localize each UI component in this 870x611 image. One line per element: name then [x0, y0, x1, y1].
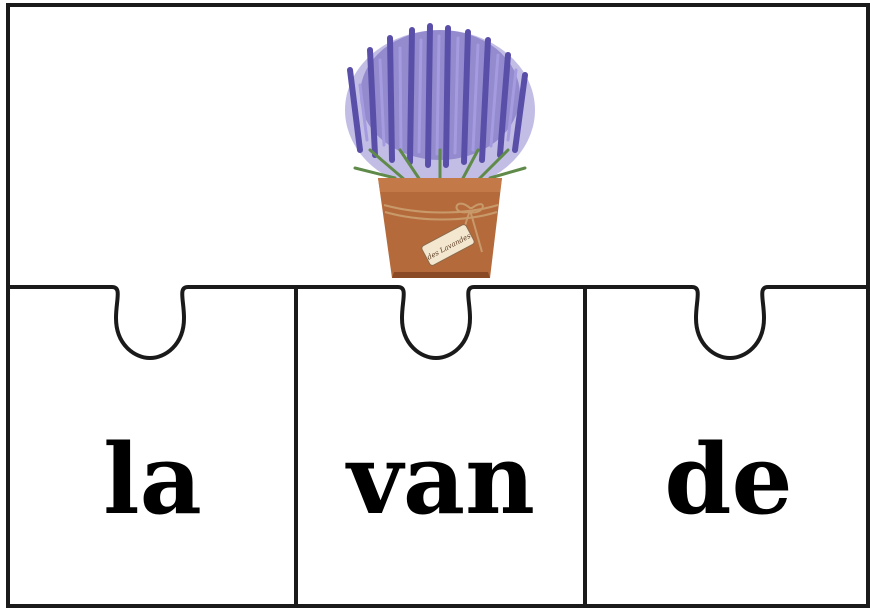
lavender-pot-picture: des Lavandes — [345, 23, 535, 278]
lavender-flowers — [345, 23, 535, 190]
syllable-piece-1[interactable]: la — [103, 423, 202, 536]
puzzle-cut-horizontal — [8, 285, 868, 361]
syllable-piece-2[interactable]: van — [347, 423, 535, 536]
puzzle-frame — [6, 3, 870, 608]
terracotta-pot: des Lavandes — [378, 178, 502, 278]
syllable-piece-3[interactable]: de — [664, 423, 793, 536]
